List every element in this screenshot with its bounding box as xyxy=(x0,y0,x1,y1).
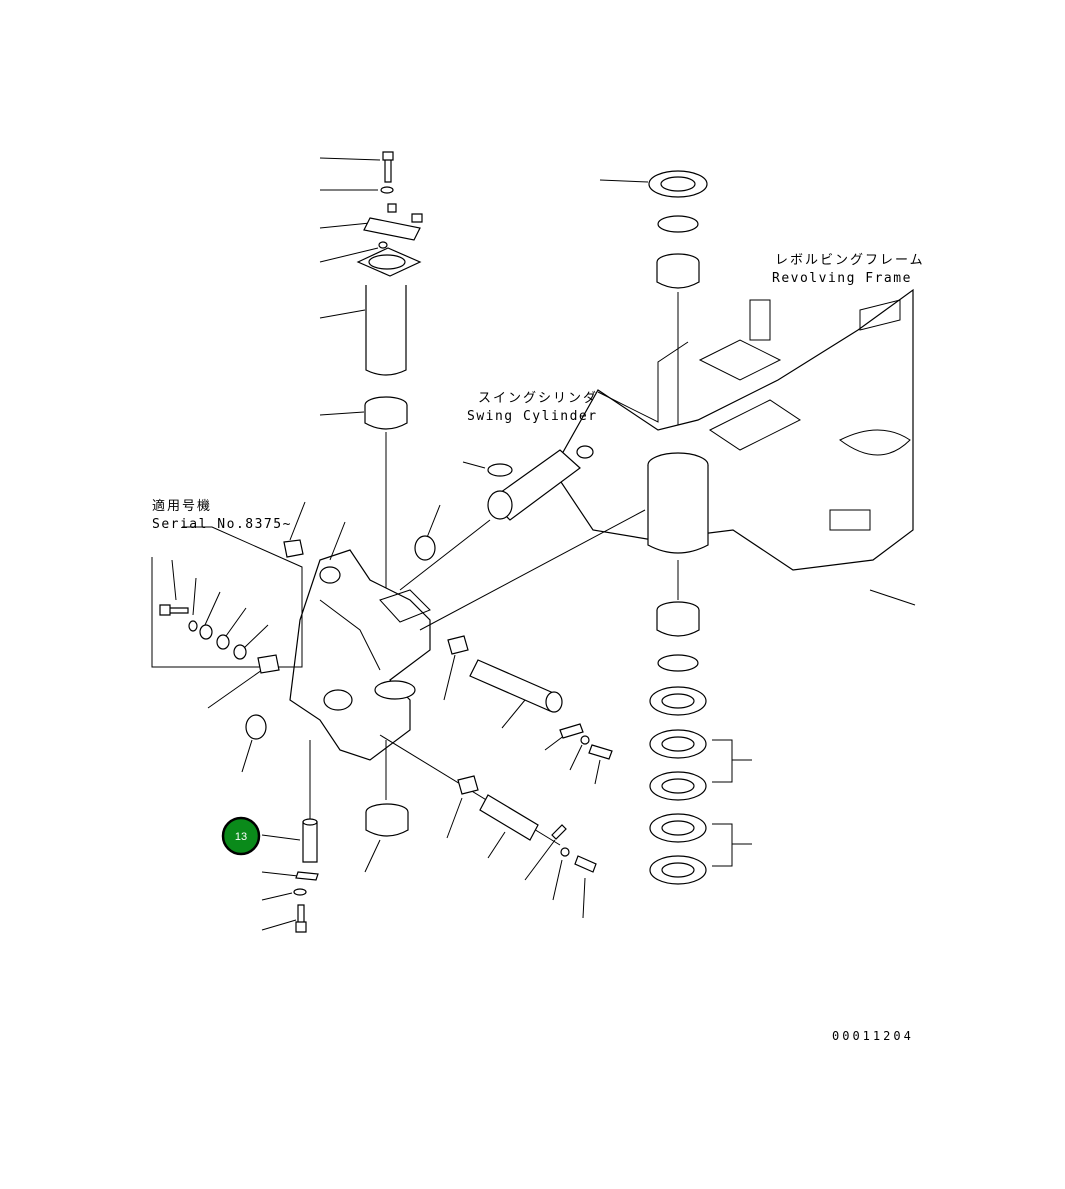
swing-cylinder xyxy=(399,445,594,591)
swing-bracket xyxy=(289,509,646,846)
callout-13-number: 13 xyxy=(235,831,247,843)
revolving-frame-jp-label: レボルビングフレーム xyxy=(775,253,925,268)
callout-13[interactable]: 13 xyxy=(221,816,261,856)
swing-cylinder-jp-label: スイングシリンダ xyxy=(478,391,598,406)
center-pins xyxy=(364,635,613,919)
drawing-code: 00011204 xyxy=(832,1029,914,1043)
top-part-stack xyxy=(319,151,423,590)
serial-jp-label: 適用号機 xyxy=(152,498,212,514)
right-part-stack xyxy=(599,170,752,885)
left-small-parts xyxy=(151,501,441,773)
pin-13-group xyxy=(261,818,319,933)
revolving-frame-en-label: Revolving Frame xyxy=(772,271,912,286)
revolving-frame xyxy=(552,288,916,606)
serial-en-label: Serial No.8375~ xyxy=(152,517,292,532)
swing-cylinder-en-label: Swing Cylinder xyxy=(467,409,598,424)
